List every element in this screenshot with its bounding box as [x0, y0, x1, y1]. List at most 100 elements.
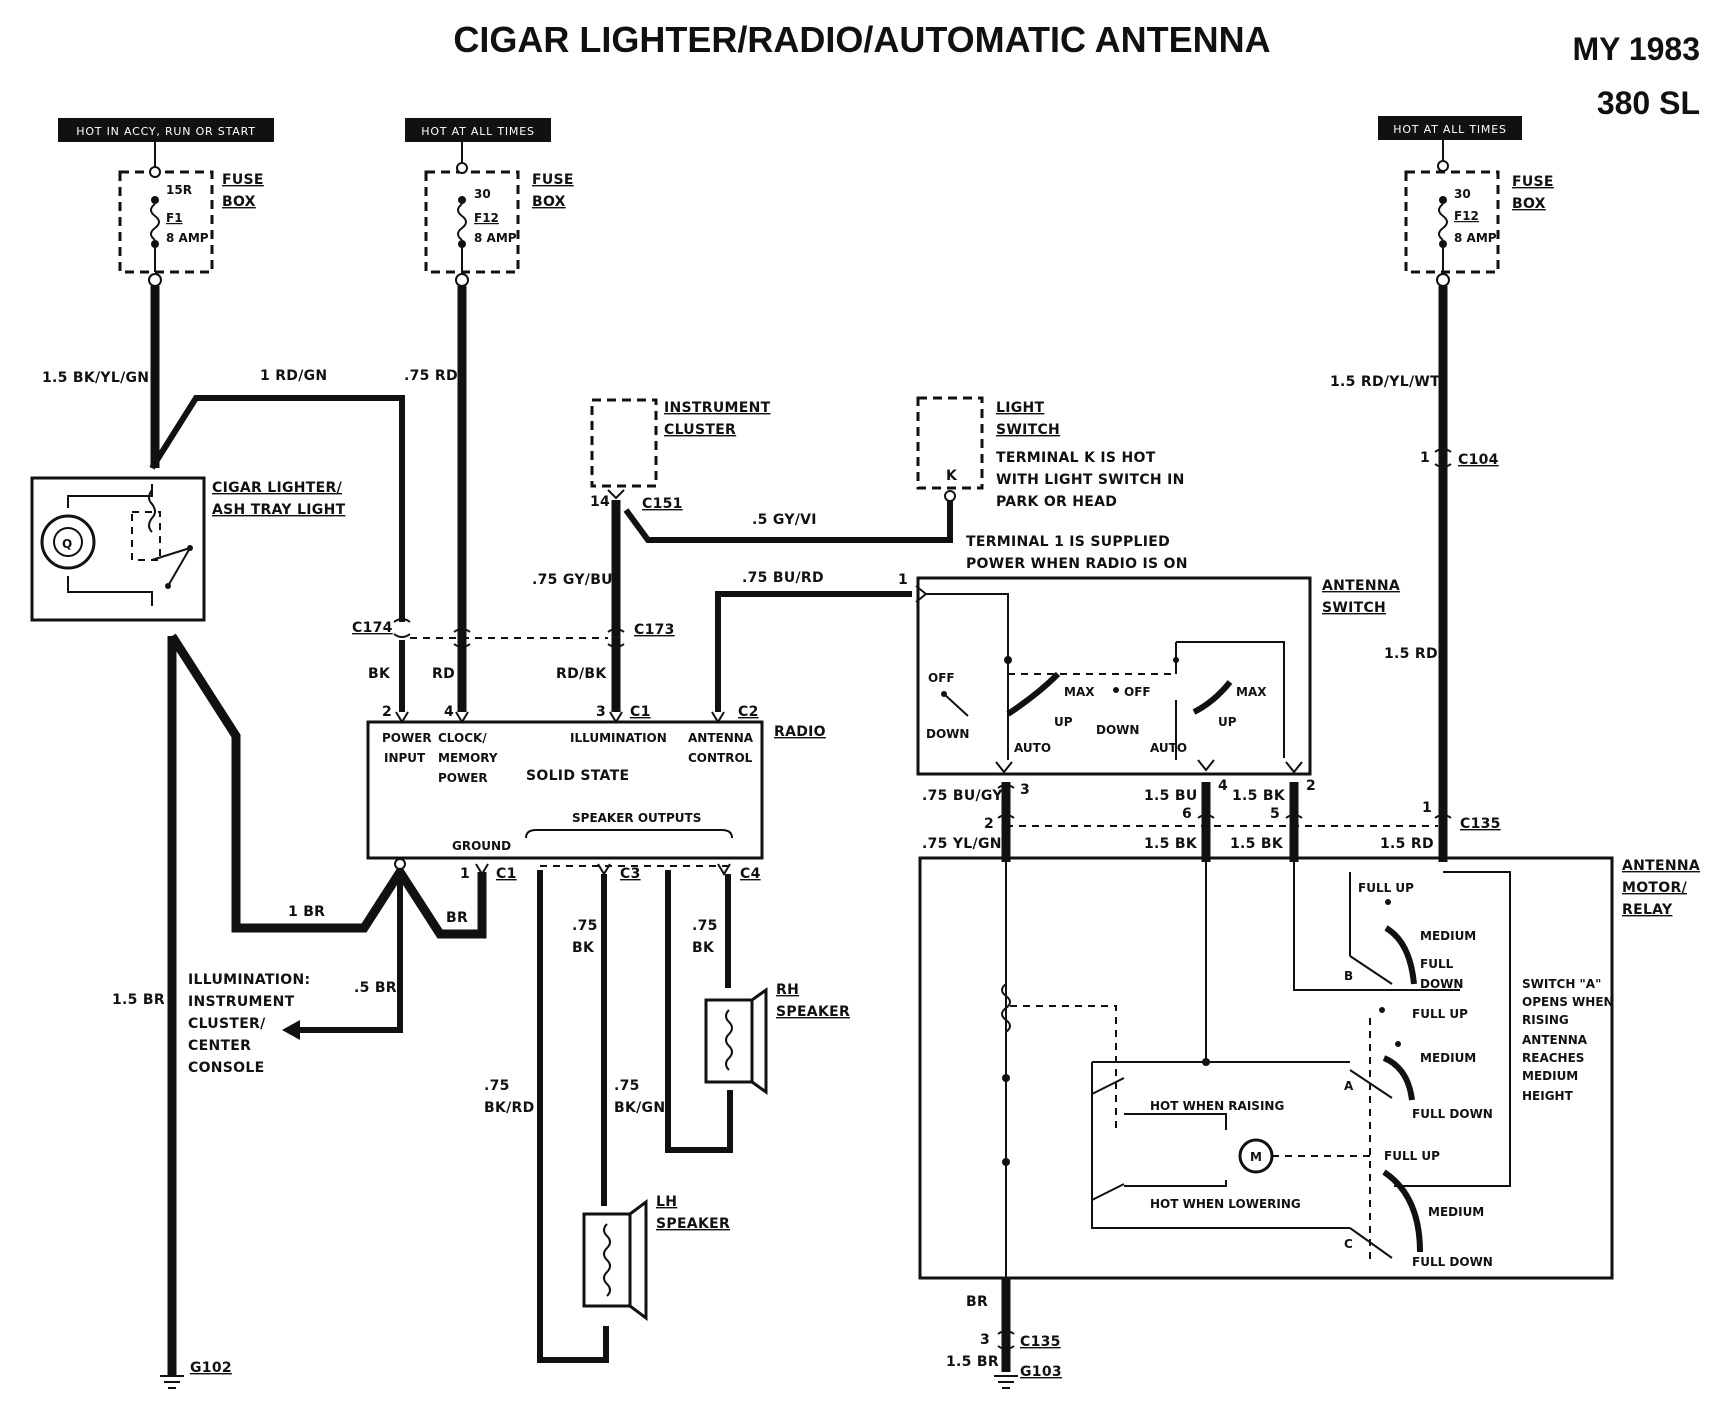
- svg-text:ASH TRAY LIGHT: ASH TRAY LIGHT: [212, 502, 346, 518]
- svg-text:OPENS WHEN: OPENS WHEN: [1522, 995, 1614, 1009]
- svg-text:C174: C174: [352, 620, 393, 636]
- tag-always-1: HOT AT ALL TIMES: [405, 118, 551, 142]
- svg-text:C151: C151: [642, 496, 683, 512]
- svg-text:C3: C3: [620, 866, 641, 882]
- svg-text:RD/BK: RD/BK: [556, 666, 607, 682]
- svg-text:8 AMP: 8 AMP: [1454, 231, 1497, 245]
- fuse-f12-right: 30 F12 8 AMP FUSE BOX: [1404, 140, 1554, 287]
- svg-text:B: B: [1344, 969, 1353, 983]
- svg-text:CLUSTER/: CLUSTER/: [188, 1016, 266, 1032]
- wire-label: .75: [572, 918, 598, 934]
- wire-label: 1 RD/GN: [260, 368, 327, 384]
- svg-text:FUSE: FUSE: [222, 172, 264, 188]
- svg-text:ANTENNA: ANTENNA: [1622, 858, 1700, 874]
- svg-text:RADIO: RADIO: [774, 724, 826, 740]
- svg-text:FULL UP: FULL UP: [1412, 1007, 1468, 1021]
- svg-text:BOX: BOX: [532, 194, 566, 210]
- antenna-wires: 3 4 2 2 6 5 1 C135 .75 BU/GY .75 YL/GN 1…: [922, 778, 1500, 862]
- svg-text:C4: C4: [740, 866, 761, 882]
- svg-text:TERMINAL K IS HOT: TERMINAL K IS HOT: [996, 450, 1156, 466]
- svg-text:HOT AT ALL TIMES: HOT AT ALL TIMES: [421, 125, 535, 138]
- svg-text:PARK OR HEAD: PARK OR HEAD: [996, 494, 1117, 510]
- rh-speaker: RH SPEAKER: [704, 982, 850, 1095]
- svg-text:RELAY: RELAY: [1622, 902, 1673, 918]
- svg-text:MEDIUM: MEDIUM: [1522, 1069, 1578, 1083]
- svg-text:1: 1: [460, 866, 470, 882]
- svg-text:14: 14: [590, 494, 610, 510]
- svg-text:SWITCH: SWITCH: [1322, 600, 1386, 616]
- wire-label: 1.5 BR: [112, 992, 165, 1008]
- svg-text:GROUND: GROUND: [452, 839, 511, 853]
- wire-label: .75: [484, 1078, 510, 1094]
- svg-text:LH: LH: [656, 1194, 677, 1210]
- svg-text:1: 1: [1422, 800, 1432, 816]
- svg-text:C135: C135: [1020, 1334, 1061, 1350]
- svg-text:30: 30: [1454, 187, 1471, 201]
- svg-text:FULL DOWN: FULL DOWN: [1412, 1107, 1493, 1121]
- svg-text:SPEAKER OUTPUTS: SPEAKER OUTPUTS: [572, 811, 701, 825]
- wire-label: 1.5 BU: [1144, 788, 1198, 804]
- svg-text:1: 1: [1420, 450, 1430, 466]
- svg-text:HOT AT ALL TIMES: HOT AT ALL TIMES: [1393, 123, 1507, 136]
- svg-text:MEDIUM: MEDIUM: [1428, 1205, 1484, 1219]
- ground-g103: BR 3 C135 1.5 BR G103: [946, 1278, 1062, 1389]
- svg-text:4: 4: [1218, 778, 1228, 794]
- svg-text:A: A: [1344, 1079, 1354, 1093]
- antenna-motor-relay: ANTENNA MOTOR/ RELAY FULL UP MEDIUM FULL…: [918, 856, 1700, 1280]
- svg-text:HOT WHEN LOWERING: HOT WHEN LOWERING: [1150, 1197, 1301, 1211]
- svg-text:SPEAKER: SPEAKER: [776, 1004, 850, 1020]
- svg-text:30: 30: [474, 187, 491, 201]
- illumination-note: ILLUMINATION: INSTRUMENT CLUSTER/ CENTER…: [188, 972, 310, 1076]
- svg-text:POWER: POWER: [438, 771, 488, 785]
- svg-text:2: 2: [984, 816, 994, 832]
- svg-text:UP: UP: [1218, 715, 1237, 729]
- svg-text:HEIGHT: HEIGHT: [1522, 1089, 1574, 1103]
- svg-text:CONSOLE: CONSOLE: [188, 1060, 264, 1076]
- fuse-f1: 15R F1 8 AMP FUSE BOX: [118, 142, 264, 287]
- svg-text:INSTRUMENT: INSTRUMENT: [188, 994, 295, 1010]
- svg-text:AUTO: AUTO: [1150, 741, 1187, 755]
- wire-label: 1.5 RD/YL/WT: [1330, 374, 1440, 390]
- wire-label: BR: [966, 1294, 988, 1310]
- wire-label: .75 YL/GN: [922, 836, 1002, 852]
- svg-text:FUSE: FUSE: [1512, 174, 1554, 190]
- svg-text:MEMORY: MEMORY: [438, 751, 498, 765]
- svg-text:MEDIUM: MEDIUM: [1420, 1051, 1476, 1065]
- connector-c174-c173: C174 C173 BK RD RD/BK: [352, 618, 675, 682]
- svg-text:G103: G103: [1020, 1364, 1062, 1380]
- svg-text:8 AMP: 8 AMP: [474, 231, 517, 245]
- wire-label: BK: [572, 940, 595, 956]
- wire-label: BK: [692, 940, 715, 956]
- svg-text:K: K: [946, 468, 958, 484]
- svg-text:RD: RD: [432, 666, 455, 682]
- wire-label: .75: [614, 1078, 640, 1094]
- svg-text:INPUT: INPUT: [384, 751, 426, 765]
- svg-text:2: 2: [382, 704, 392, 720]
- svg-text:SWITCH: SWITCH: [996, 422, 1060, 438]
- svg-text:2: 2: [1306, 778, 1316, 794]
- svg-text:DOWN: DOWN: [926, 727, 969, 741]
- svg-text:FULL: FULL: [1420, 957, 1454, 971]
- svg-text:3: 3: [596, 704, 606, 720]
- ground-g102: G102: [160, 1360, 232, 1389]
- svg-text:HOT IN ACCY, RUN OR START: HOT IN ACCY, RUN OR START: [76, 125, 255, 138]
- svg-text:FULL UP: FULL UP: [1384, 1149, 1440, 1163]
- svg-text:G102: G102: [190, 1360, 232, 1376]
- svg-text:FULL DOWN: FULL DOWN: [1412, 1255, 1493, 1269]
- cigar-lighter: Q CIGAR LIGHTER/ ASH TRAY LIGHT: [30, 476, 346, 622]
- svg-text:ANTENNA: ANTENNA: [1322, 578, 1400, 594]
- svg-text:CONTROL: CONTROL: [688, 751, 753, 765]
- wire-label: 1.5 BK: [1230, 836, 1284, 852]
- svg-text:CENTER: CENTER: [188, 1038, 251, 1054]
- svg-text:F12: F12: [474, 211, 499, 225]
- svg-text:C1: C1: [630, 704, 651, 720]
- wire-label: BR: [446, 910, 468, 926]
- wire-label: .5 BR: [354, 980, 397, 996]
- model-year: MY 1983: [1573, 31, 1701, 67]
- svg-text:C173: C173: [634, 622, 675, 638]
- svg-text:C1: C1: [496, 866, 517, 882]
- model-name: 380 SL: [1597, 85, 1700, 121]
- svg-text:ANTENNA: ANTENNA: [1522, 1033, 1588, 1047]
- wire-label: .75 GY/BU: [532, 572, 613, 588]
